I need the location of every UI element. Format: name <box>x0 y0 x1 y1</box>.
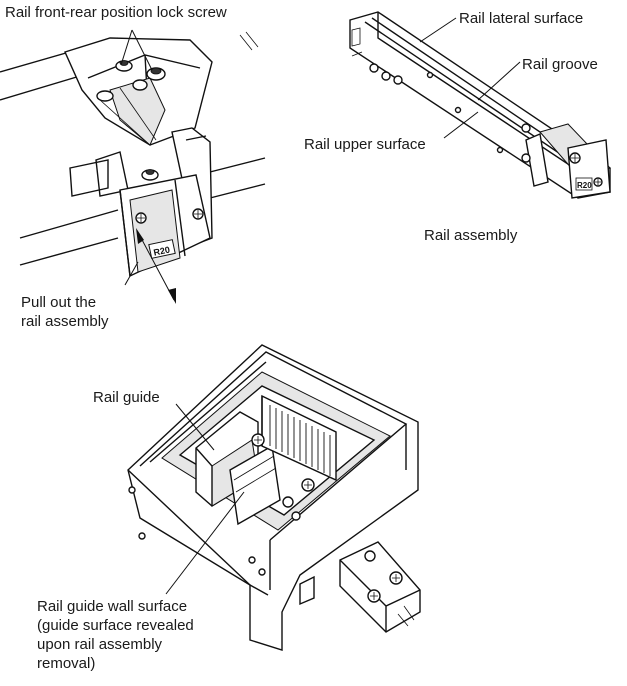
rail-tag-right: R20 <box>577 181 592 190</box>
guide-wall-line-2: (guide surface revealed <box>37 617 194 634</box>
lock-screw-label: Rail front-rear position lock screw <box>5 4 227 21</box>
pull-out-instruction: Pull out the rail assembly <box>21 293 109 331</box>
rail-lateral-surface-label: Rail lateral surface <box>459 10 584 27</box>
rail-guide-label: Rail guide <box>93 389 160 406</box>
rail-upper-surface-label: Rail upper surface <box>304 136 426 153</box>
pull-out-line-1: Pull out the <box>21 294 97 311</box>
guide-wall-line-1: Rail guide wall surface <box>37 598 188 615</box>
rail-groove-label: Rail groove <box>522 56 598 73</box>
guide-wall-line-4: removal) <box>37 655 96 672</box>
rail-guide-wall-label: Rail guide wall surface (guide surface r… <box>37 597 194 673</box>
pull-out-line-2: rail assembly <box>21 313 109 330</box>
pull-direction-arrow <box>139 235 175 301</box>
rail-guide-housing-illustration <box>127 344 421 651</box>
rail-assembly-caption: Rail assembly <box>424 227 518 244</box>
rail-assembly-illustration: R20 <box>349 11 611 199</box>
guide-wall-line-3: upon rail assembly <box>37 636 163 653</box>
rail-tag-left: R20 <box>153 245 171 258</box>
arrowhead-icon <box>168 288 176 304</box>
mounted-rail-illustration: R20 <box>0 29 266 304</box>
